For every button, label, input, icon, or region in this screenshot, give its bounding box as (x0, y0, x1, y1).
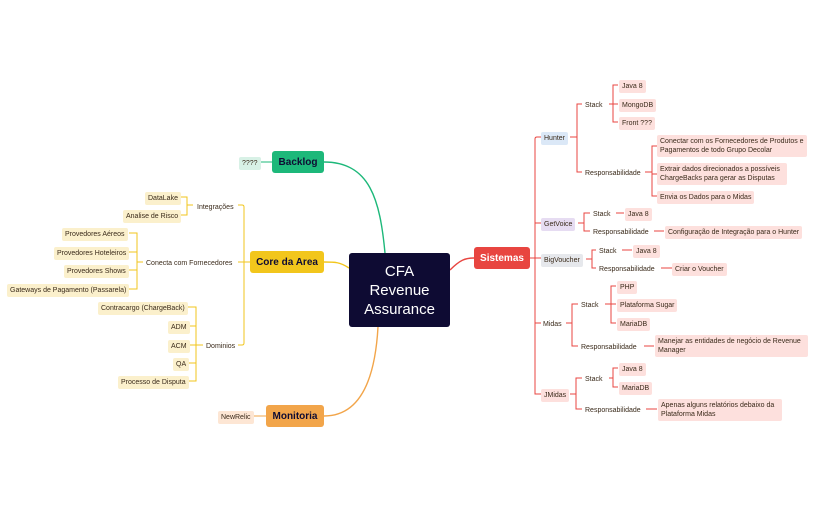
branch-sistemas-label: Sistemas (480, 252, 524, 264)
jmidas-stack[interactable]: Stack (585, 376, 603, 383)
hunter-stack-item[interactable]: MongoDB (619, 99, 657, 112)
getvoice-responsabilidade[interactable]: Responsabilidade (593, 229, 649, 236)
core-fornecedores-item[interactable]: Gateways de Pagamento (Passarela) (7, 284, 130, 297)
branch-monitoria[interactable]: Monitoria (266, 405, 324, 427)
midas-resp-item[interactable]: Manejar as entidades de negócio de Reven… (655, 335, 808, 357)
midas-stack-item[interactable]: PHP (617, 281, 638, 294)
hunter-responsabilidade[interactable]: Responsabilidade (585, 170, 641, 177)
hunter-stack-item[interactable]: Java 8 (619, 80, 646, 93)
central-topic: CFA Revenue Assurance (349, 253, 450, 327)
core-dominios-item[interactable]: QA (173, 358, 190, 371)
core-dominios-item[interactable]: Processo de Disputa (118, 376, 189, 389)
midas-stack-item[interactable]: Plataforma Sugar (617, 299, 678, 312)
system-bigvoucher[interactable]: BigVoucher (541, 254, 583, 267)
jmidas-stack-item[interactable]: Java 8 (619, 363, 646, 376)
midas-stack[interactable]: Stack (581, 302, 599, 309)
hunter-resp-item[interactable]: Envia os Dados para o Midas (657, 191, 755, 204)
bigvoucher-resp-item[interactable]: Criar o Voucher (672, 263, 727, 276)
core-dominios[interactable]: Dominios (206, 343, 236, 350)
system-hunter[interactable]: Hunter (541, 132, 569, 145)
monitoria-leaf-newrelic[interactable]: NewRelic (218, 411, 254, 424)
midas-responsabilidade[interactable]: Responsabilidade (581, 344, 637, 351)
branch-monitoria-label: Monitoria (272, 410, 318, 422)
core-dominios-item[interactable]: ACM (168, 340, 190, 353)
core-dominios-item[interactable]: ADM (168, 321, 190, 334)
hunter-resp-item[interactable]: Conectar com os Fornecedores de Produtos… (657, 135, 807, 157)
core-fornecedores-item[interactable]: Provedores Hoteleiros (54, 247, 130, 260)
branch-backlog[interactable]: Backlog (272, 151, 324, 173)
hunter-resp-item[interactable]: Extrair dados direcionados a possíveis C… (657, 163, 787, 185)
core-integracoes[interactable]: Integrações (197, 204, 234, 211)
core-fornecedores-item[interactable]: Provedores Shows (64, 265, 129, 278)
central-topic-title: CFA Revenue Assurance (364, 262, 435, 318)
bigvoucher-stack-item[interactable]: Java 8 (633, 245, 660, 258)
branch-core-da-area[interactable]: Core da Area (250, 251, 324, 273)
midas-stack-item[interactable]: MariaDB (617, 318, 651, 331)
backlog-leaf[interactable]: ???? (239, 157, 261, 170)
branch-backlog-label: Backlog (278, 156, 318, 168)
getvoice-resp-item[interactable]: Configuração de Integração para o Hunter (665, 226, 803, 239)
branch-sistemas[interactable]: Sistemas (474, 247, 530, 269)
core-fornecedores-item[interactable]: Provedores Aéreos (62, 228, 128, 241)
core-integracoes-item[interactable]: DataLake (145, 192, 181, 205)
jmidas-responsabilidade[interactable]: Responsabilidade (585, 407, 641, 414)
jmidas-stack-item[interactable]: MariaDB (619, 382, 653, 395)
jmidas-resp-item[interactable]: Apenas alguns relatórios debaixo da Plat… (658, 399, 782, 421)
system-midas[interactable]: Midas (543, 321, 562, 328)
hunter-stack-item[interactable]: Front ??? (619, 117, 655, 130)
core-integracoes-item[interactable]: Analise de Risco (123, 210, 182, 223)
bigvoucher-stack[interactable]: Stack (599, 248, 617, 255)
system-jmidas[interactable]: JMidas (541, 389, 570, 402)
hunter-stack[interactable]: Stack (585, 102, 603, 109)
getvoice-stack-item[interactable]: Java 8 (625, 208, 652, 221)
bigvoucher-responsabilidade[interactable]: Responsabilidade (599, 266, 655, 273)
getvoice-stack[interactable]: Stack (593, 211, 611, 218)
core-dominios-item[interactable]: Contracargo (ChargeBack) (98, 302, 188, 315)
core-conecta-fornecedores[interactable]: Conecta com Fornecedores (146, 260, 233, 267)
system-getvoice[interactable]: GetVoice (541, 218, 576, 231)
branch-core-label: Core da Area (256, 256, 318, 268)
